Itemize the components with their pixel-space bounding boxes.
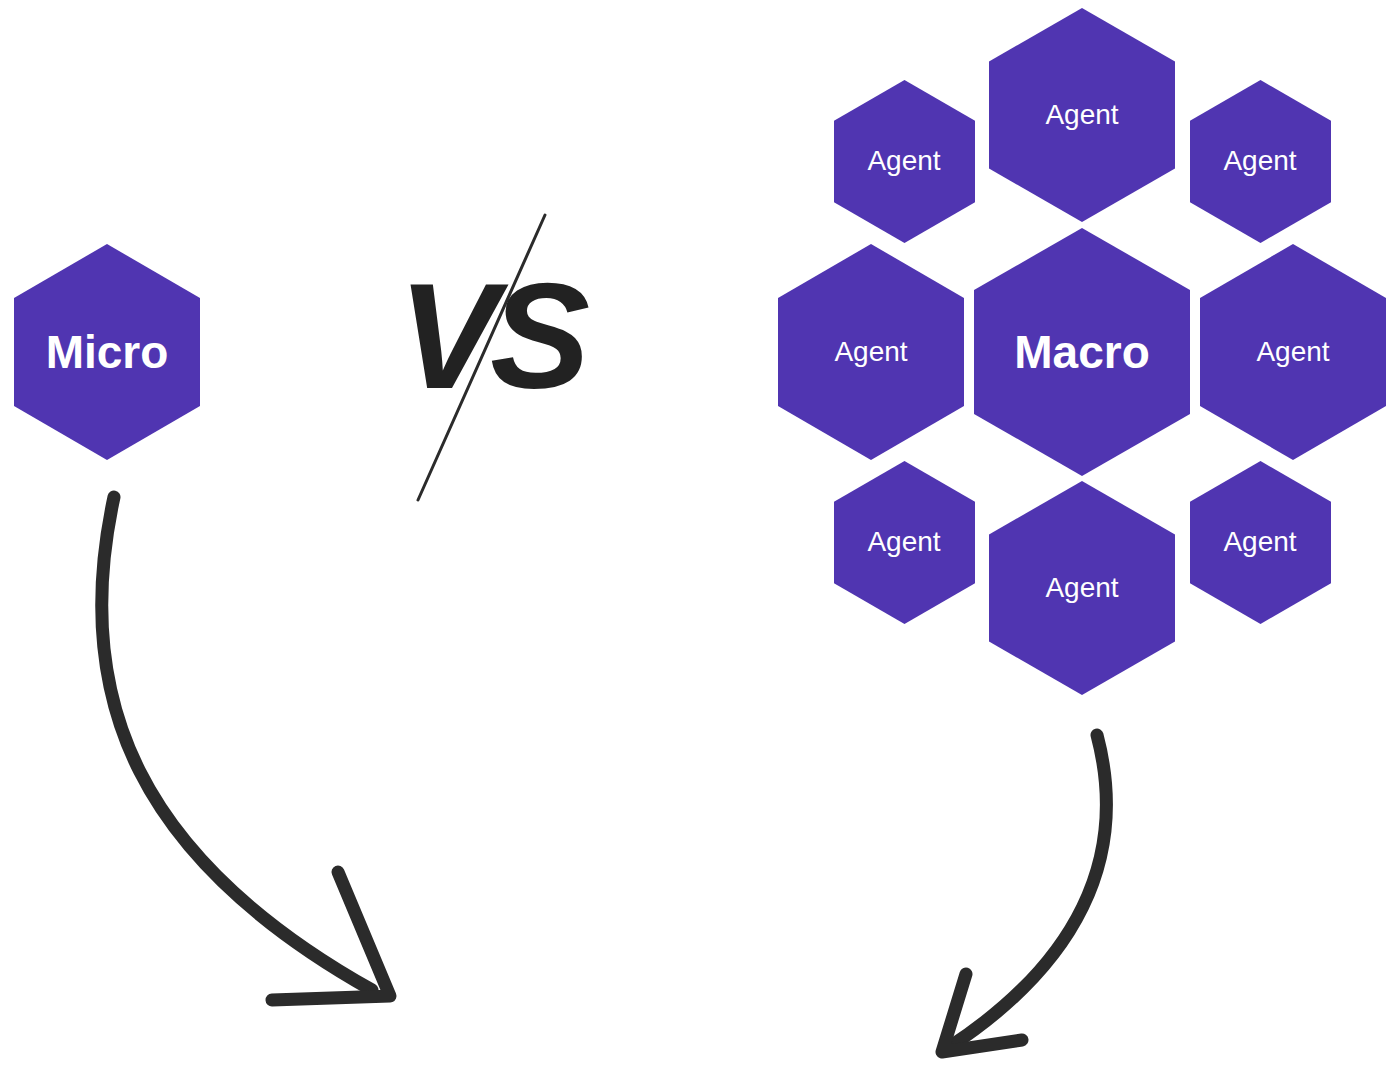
agent-hexagon: Agent [1190,461,1331,624]
micro-hexagon: Micro [14,244,200,460]
node-title: Macro [1014,327,1149,378]
agent-hexagon: Agent [1190,80,1331,243]
node-label: Agent [1223,527,1296,558]
node-label: Agent [867,146,940,177]
curved-arrow [102,497,372,990]
agent-hexagon: Agent [989,8,1175,222]
agent-hexagon: Agent [834,80,975,243]
agent-hexagon: Agent [1200,244,1386,460]
arrow-head [942,974,1022,1052]
node-label: Agent [1045,100,1118,131]
node-label: Agent [1223,146,1296,177]
arrow-head [272,872,390,1000]
node-label: Agent [834,337,907,368]
node-label: Agent [1256,337,1329,368]
node-title: Micro [46,327,169,378]
node-label: Agent [867,527,940,558]
agent-hexagon: Agent [778,244,964,460]
node-label: Agent [1045,573,1118,604]
macro-hexagon: Macro [974,228,1190,476]
agent-hexagon: Agent [989,481,1175,695]
versus-mark: VS [398,250,582,423]
agent-hexagon: Agent [834,461,975,624]
curved-arrow [948,735,1106,1048]
